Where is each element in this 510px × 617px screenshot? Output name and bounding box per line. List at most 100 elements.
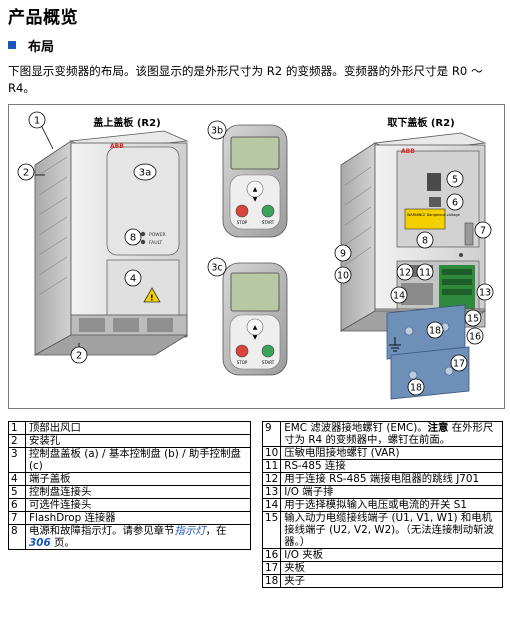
table-row: 18 夹子 <box>261 574 503 588</box>
legend-num: 7 <box>8 511 26 525</box>
table-row: 7 FlashDrop 连接器 <box>8 511 251 525</box>
warning-icon <box>143 287 161 303</box>
warning-label-text: WARNING! Dangerous voltage <box>407 213 460 217</box>
section-heading: 布局 <box>8 37 55 55</box>
section-title: 布局 <box>28 39 55 55</box>
svg-text:▲: ▲ <box>253 324 258 331</box>
panel-c-label: 3c <box>211 263 222 274</box>
start-key-icon <box>261 344 275 358</box>
table-row: 16 I/O 夹板 <box>261 548 503 562</box>
ground-icon <box>389 337 401 352</box>
legend-text: EMC 滤波器接地螺钉 (EMC)。注意 在外形尺寸为 R4 的变频器中，螺钉在… <box>280 421 503 447</box>
indicator-lights-link[interactable]: 指示灯 <box>174 525 206 537</box>
legend-text: 用于选择模拟输入电压或电流的开关 S1 <box>280 498 503 512</box>
panel-b-label: 3b <box>211 126 223 137</box>
legend-num: 2 <box>8 434 26 448</box>
callout-2-top: 2 <box>23 168 29 179</box>
legend-text-part: EMC 滤波器接地螺钉 (EMC)。 <box>284 422 428 434</box>
stop-key-icon <box>235 204 249 218</box>
drive-cover-off: ABB WARNING! Dangerous voltage <box>339 132 487 400</box>
legend-num: 3 <box>8 447 26 473</box>
callout-16: 16 <box>469 332 481 343</box>
legend-num: 17 <box>261 561 282 575</box>
legend-num: 10 <box>261 446 282 460</box>
table-row: 14 用于选择模拟输入电压或电流的开关 S1 <box>261 498 503 512</box>
table-row: 12 用于连接 RS-485 端接电阻器的跳线 J701 <box>261 472 503 486</box>
legend-text: 控制盘连接头 <box>25 485 251 499</box>
callout-7: 7 <box>480 226 486 237</box>
callout-8-left: 8 <box>130 233 136 244</box>
legend-num: 14 <box>261 498 282 512</box>
legend-text: 电源和故障指示灯。请参见章节指示灯，在 306 页。 <box>25 524 251 550</box>
callout-18-top: 18 <box>429 326 441 337</box>
layout-figure: POWER FAULT ABB ! 1 2 3a <box>8 104 505 409</box>
callout-8-right: 8 <box>422 236 428 247</box>
callout-11: 11 <box>419 268 431 279</box>
legend-num: 18 <box>261 574 282 588</box>
abb-logo-right: ABB <box>401 148 415 155</box>
right-callouts: 5 6 7 8 9 10 12 11 14 13 15 16 18 <box>334 170 494 396</box>
legend-text: 用于连接 RS-485 端接电阻器的跳线 J701 <box>280 472 503 486</box>
legend-text: 控制盘盖板 (a) / 基本控制盘 (b) / 助手控制盘 (c) <box>25 447 251 473</box>
legend-num: 15 <box>261 511 282 549</box>
legend-text: FlashDrop 连接器 <box>25 511 251 525</box>
drive-cover-on: POWER FAULT ABB ! <box>33 130 189 356</box>
legend-num: 6 <box>8 498 26 512</box>
callout-18-bottom: 18 <box>410 383 422 394</box>
legend-num: 16 <box>261 548 282 562</box>
square-bullet-icon <box>8 41 16 49</box>
callout-14: 14 <box>393 291 405 302</box>
legend-text: 输入动力电缆接线端子 (U1, V1, W1) 和电机接线端子 (U2, V2,… <box>280 511 503 549</box>
start-key-label-c: START <box>262 360 275 365</box>
stop-key-icon <box>235 344 249 358</box>
callout-3a: 3a <box>139 168 152 179</box>
table-row: 2 安装孔 <box>8 434 251 448</box>
callout-2-bottom: 2 <box>76 351 82 362</box>
intro-paragraph: 下图显示变频器的布局。该图显示的是外形尺寸为 R2 的变频器。变频器的外形尺寸是… <box>8 64 483 95</box>
callout-4: 4 <box>130 274 136 285</box>
right-caption: 取下盖板 (R2) <box>387 116 454 129</box>
legend-text-part: 在外形尺寸为 R4 的变频器中，螺钉在前面。 <box>284 422 494 446</box>
basic-control-panel: ▲ ▼ STOP START 3b <box>207 120 288 238</box>
left-callouts: 1 2 3a 4 8 2 <box>17 111 157 364</box>
panel-display <box>230 136 280 170</box>
table-row: 15 输入动力电缆接线端子 (U1, V1, W1) 和电机接线端子 (U2, … <box>261 511 503 549</box>
callout-5: 5 <box>452 175 458 186</box>
callout-9: 9 <box>340 249 346 260</box>
table-row: 11 RS-485 连接 <box>261 459 503 473</box>
callout-17: 17 <box>453 359 465 370</box>
callout-6: 6 <box>452 198 458 209</box>
panel-display-large <box>230 272 280 312</box>
callout-12: 12 <box>399 268 411 279</box>
callout-10: 10 <box>337 271 349 282</box>
legend-num: 12 <box>261 472 282 486</box>
callout-13: 13 <box>479 288 491 299</box>
table-row: 17 夹板 <box>261 561 503 575</box>
callout-15: 15 <box>467 314 479 325</box>
legend-table-left: 1 顶部出风口 2 安装孔 3 控制盘盖板 (a) / 基本控制盘 (b) / … <box>8 421 251 550</box>
table-row: 1 顶部出风口 <box>8 421 251 435</box>
table-row: 4 端子盖板 <box>8 472 251 486</box>
page-title: 产品概览 <box>8 8 78 28</box>
note-term: 注意 <box>427 422 449 434</box>
legend-text: I/O 端子排 <box>280 485 503 499</box>
legend-text: 压敏电阻接地螺钉 (VAR) <box>280 446 503 460</box>
legend-text: 顶部出风口 <box>25 421 251 435</box>
table-row: 3 控制盘盖板 (a) / 基本控制盘 (b) / 助手控制盘 (c) <box>8 447 251 473</box>
legend-num: 4 <box>8 472 26 486</box>
legend-text: 端子盖板 <box>25 472 251 486</box>
legend-text-part: 电源和故障指示灯。请参见章节 <box>29 525 175 537</box>
legend-num: 9 <box>261 421 282 447</box>
legend-text-part: ，在 <box>205 525 227 537</box>
assistant-control-panel: ▲ ▼ STOP START 3c <box>207 257 288 376</box>
page-306-link[interactable]: 306 <box>29 537 51 549</box>
start-key-icon <box>261 204 275 218</box>
legend-num: 8 <box>8 524 26 550</box>
legend-text: 可选件连接头 <box>25 498 251 512</box>
drive-layout-illustration: POWER FAULT ABB ! 1 2 3a <box>17 111 494 400</box>
legend-num: 11 <box>261 459 282 473</box>
table-row: 5 控制盘连接头 <box>8 485 251 499</box>
svg-text:▼: ▼ <box>253 334 258 341</box>
svg-text:!: ! <box>150 294 154 303</box>
abb-logo-left: ABB <box>110 143 124 150</box>
